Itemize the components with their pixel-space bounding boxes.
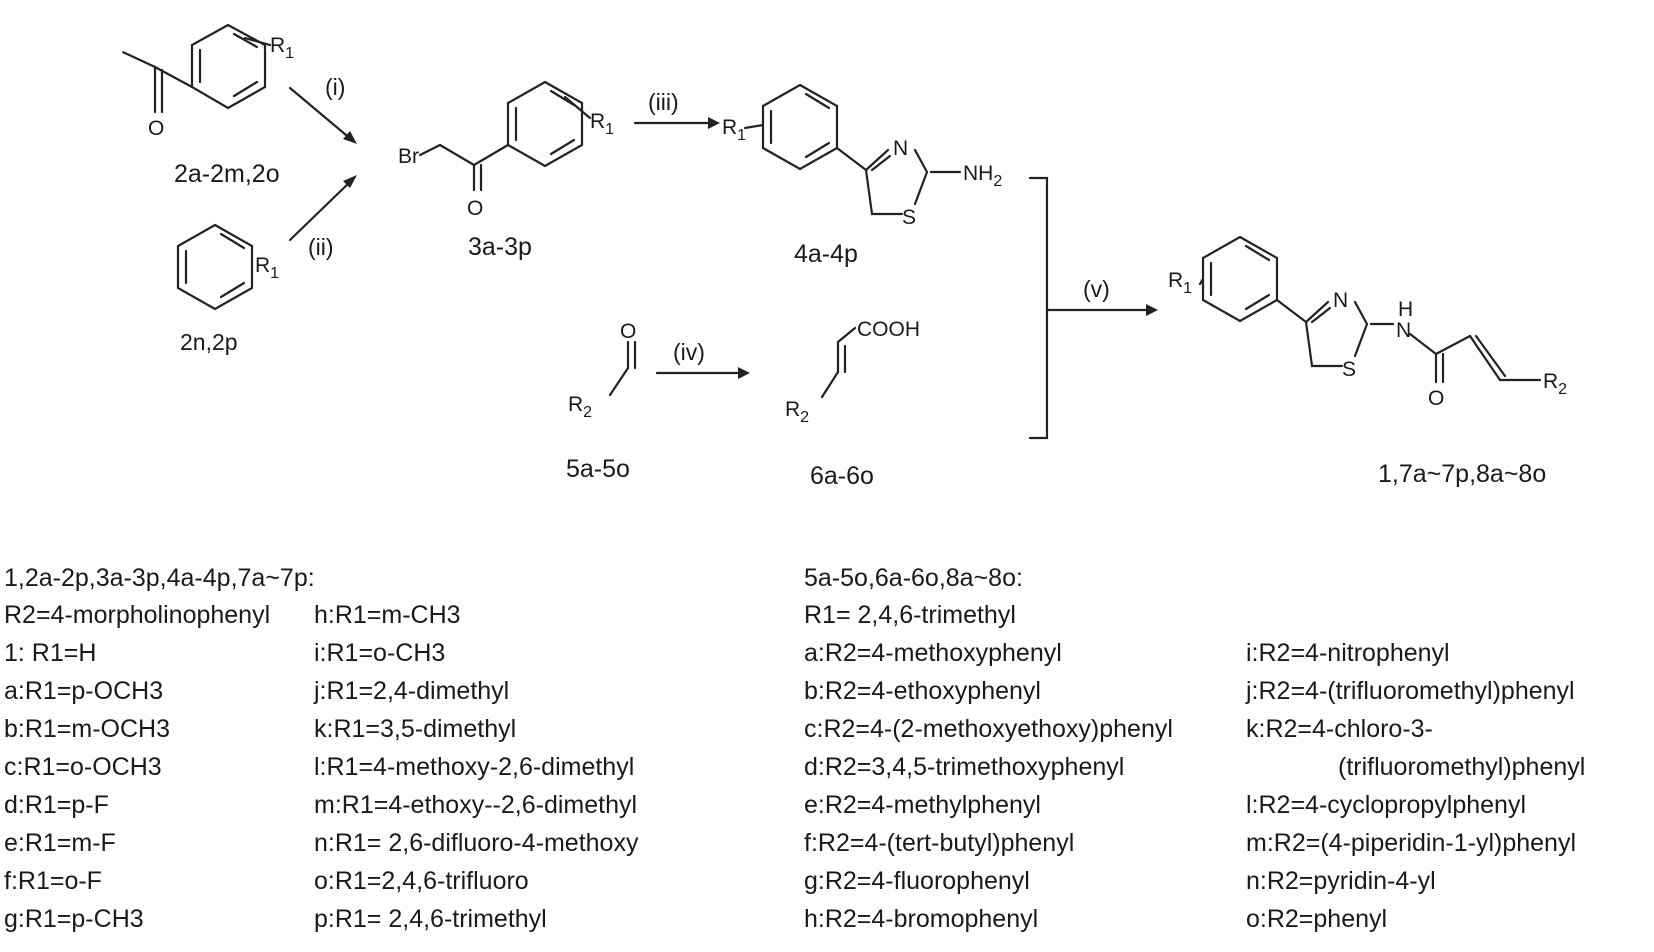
atom-h: H: [1398, 298, 1413, 321]
r-group-label: R1: [1168, 269, 1192, 297]
compound-label-aldehyde: 5a-5o: [566, 455, 630, 483]
r-group-label: R1: [270, 34, 294, 62]
r-group-label: R1: [255, 254, 279, 282]
arrow-i: [288, 86, 357, 144]
atom-o: O: [620, 320, 636, 343]
carboxyl-group: COOH: [857, 318, 920, 341]
condition-v: (v): [1083, 276, 1110, 302]
atom-s: S: [902, 206, 916, 229]
bracket: [1028, 176, 1049, 440]
condition-iii: (iii): [648, 89, 679, 115]
compound-label-acetophenone: 2a-2m,2o: [174, 160, 280, 188]
r-group-label: R2: [568, 393, 592, 421]
structure-aldehyde: [608, 340, 637, 397]
structure-acetophenone: [122, 23, 272, 114]
compound-label-aminothiazole: 4a-4p: [794, 240, 858, 268]
structure-arene: [176, 223, 254, 311]
compound-label-bromoketone: 3a-3p: [468, 233, 532, 261]
arrow-ii: [288, 175, 357, 242]
atom-o: O: [467, 197, 483, 220]
compound-label-arene: 2n,2p: [180, 329, 238, 355]
structure-bromoketone: [418, 80, 592, 192]
arrow-v: [1045, 304, 1158, 316]
r-group-label: R1: [590, 110, 614, 138]
structure-product: [1198, 235, 1542, 384]
compound-label-acrylic-acid: 6a-6o: [810, 462, 874, 490]
atom-o: O: [1428, 387, 1444, 410]
condition-i: (i): [325, 74, 345, 100]
atom-n: N: [1333, 289, 1348, 312]
compound-label-product: 1,7a~7p,8a~8o: [1378, 460, 1546, 488]
structure-acrylic-acid: [820, 326, 857, 399]
r-group-label: R2: [785, 398, 809, 426]
structure-aminothiazole: [743, 83, 962, 216]
r-group-label: R1: [722, 116, 746, 144]
atom-s: S: [1342, 358, 1356, 381]
arrow-iv: [655, 367, 750, 379]
atom-n: N: [893, 137, 908, 160]
atom-n-amide: N: [1396, 319, 1411, 342]
atom-nh2: NH2: [963, 162, 1002, 190]
condition-ii: (ii): [308, 234, 334, 260]
arrow-iii: [633, 117, 720, 129]
condition-iv: (iv): [673, 339, 705, 365]
atom-o: O: [148, 117, 164, 140]
atom-br: Br: [398, 145, 419, 168]
r-group-label: R2: [1543, 370, 1567, 398]
